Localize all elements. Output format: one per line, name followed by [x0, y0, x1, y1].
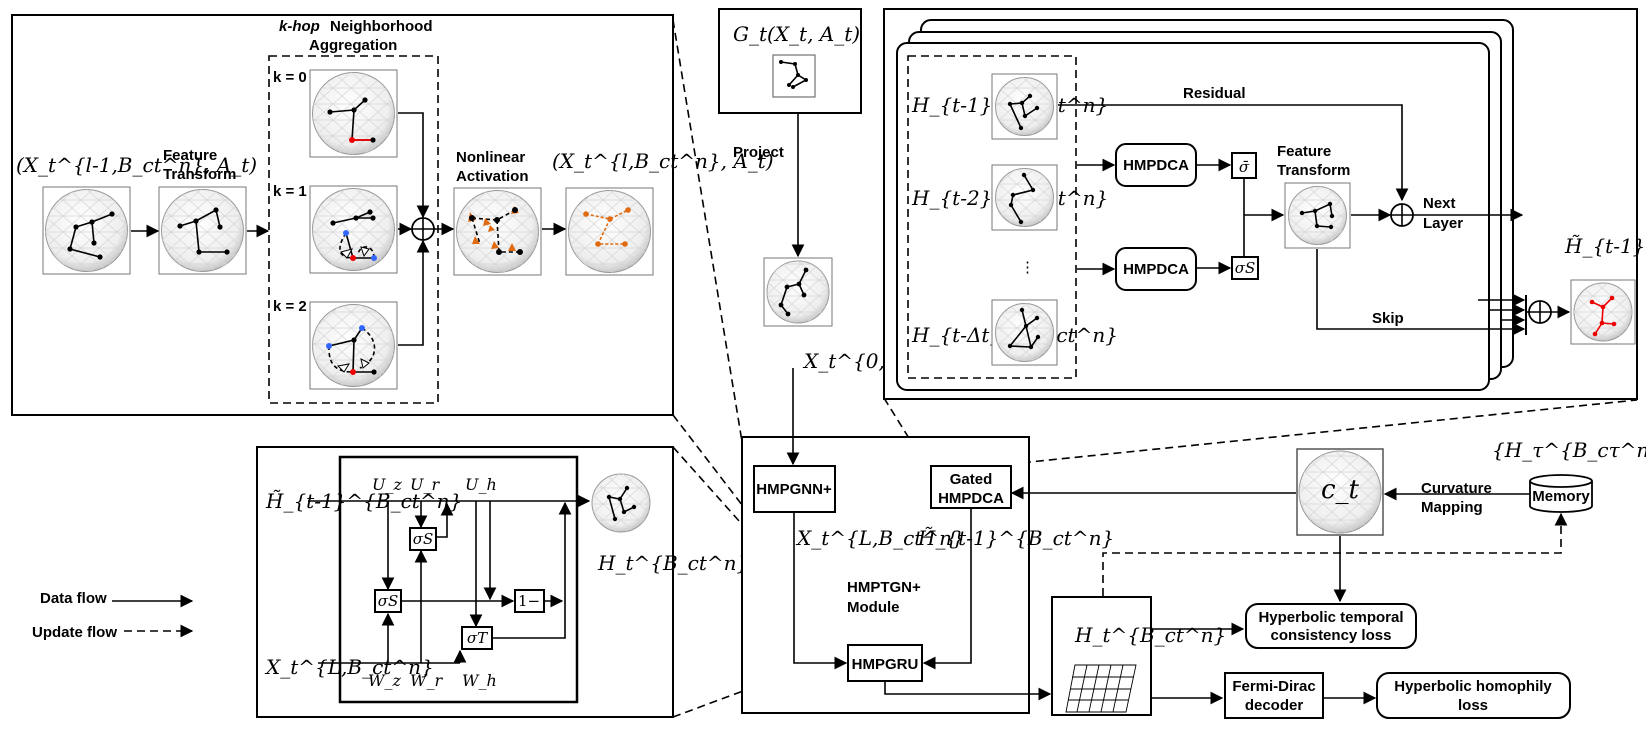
hmpdca-label-2: HMPDCA — [1123, 261, 1189, 278]
gru-x-in: X_t^{L,B_ct^n} — [264, 655, 434, 679]
k0-label: k = 0 — [273, 69, 307, 86]
hmpdca-panel: H_{t-1}^{B_ct^n} H_{t-2}^{B_ct^n} ⋮ H_{t… — [883, 8, 1646, 400]
homophily-loss-box — [1376, 672, 1571, 719]
ht-formula: H_t^{B_ct^n} — [1074, 623, 1226, 647]
gated-label-2: HMPDCA — [938, 490, 1004, 507]
k1-label: k = 1 — [273, 183, 307, 200]
curvature-label-2: Mapping — [1421, 499, 1483, 516]
gru-sigma-s-box-1 — [409, 527, 437, 551]
transformed-graph-ball — [158, 186, 247, 275]
feature-transform-ball — [1284, 182, 1351, 249]
uz-label: U_z — [372, 475, 402, 494]
project-label: Project — [733, 144, 784, 161]
hmpdca-box-2 — [1115, 247, 1197, 291]
legend: Data flow Update flow — [32, 590, 194, 641]
wh-label: W_h — [462, 671, 497, 690]
khop-title-rest: Neighborhood — [330, 18, 432, 35]
sigma-bar-label: σ̄ — [1239, 158, 1250, 176]
feature-transform-label-2: Transform — [163, 166, 236, 183]
nonlinear-label-1: Nonlinear — [456, 149, 525, 166]
khop-title-italic: k-hop — [279, 18, 320, 35]
homophily-label-1: Hyperbolic homophily — [1394, 678, 1552, 695]
graph-formula: G_t(X_t, A_t) — [733, 22, 860, 46]
fermi-label-2: decoder — [1245, 697, 1304, 714]
curvature-label-1: Curvature — [1421, 480, 1492, 497]
residual-sum-operator — [1390, 203, 1414, 227]
gru-h-out: H_t^{B_ct^n} — [597, 551, 749, 575]
uh-label: U_h — [465, 475, 497, 494]
temporal-loss-label-2: consistency loss — [1271, 627, 1392, 644]
memory-label: Memory — [1532, 488, 1590, 505]
h-tdt-ball — [991, 299, 1058, 366]
residual-label: Residual — [1183, 85, 1246, 102]
memory-cylinder: Memory — [1529, 474, 1593, 513]
input-graph-ball — [42, 186, 131, 275]
fermi-dirac-box — [1224, 672, 1324, 719]
ft-label-2: Transform — [1277, 162, 1350, 179]
history-dashed-group — [907, 55, 1077, 379]
ellipsis: ⋮ — [1020, 258, 1035, 276]
module-h-tilde: H̃_{t-1}^{B_ct^n} — [917, 526, 1114, 550]
h-tilde-ball — [1570, 279, 1636, 345]
temporal-loss-label-1: Hyperbolic temporal — [1258, 609, 1403, 626]
h-t1-ball — [991, 73, 1058, 140]
k2-label: k = 2 — [273, 298, 307, 315]
gru-panel: H̃_{t-1}^{B_ct^n} X_t^{L,B_ct^n} U_z U_r… — [256, 446, 749, 718]
sum-operator — [411, 217, 435, 241]
xl-formula: X_t^{L,B_ct^n} — [795, 526, 965, 550]
k1-graph-ball — [309, 185, 398, 274]
khop-aggregation-panel: k-hop Neighborhood Aggregation (X_t^{l-1… — [11, 14, 774, 416]
input-formula: (X_t^{l-1,B_ct^n}, A_t) — [16, 153, 257, 177]
k2-graph-ball — [309, 301, 398, 390]
khop-title-line2: Aggregation — [309, 37, 397, 54]
one-minus-label: 1− — [518, 592, 540, 610]
small-graph-icon — [772, 54, 816, 98]
gru-sigma-s-2: σS — [378, 592, 399, 610]
output-graph-ball — [565, 187, 654, 276]
ht-embedding-box: H_t^{B_ct^n} — [1051, 596, 1226, 716]
ct-label: c_t — [1321, 475, 1360, 505]
sigma-s-label: σS — [1235, 259, 1256, 277]
projected-graph-ball — [763, 257, 833, 327]
skip-sum-operator — [1528, 300, 1552, 324]
hmpgnn-label: HMPGNN+ — [756, 481, 832, 498]
feature-transform-label-1: Feature — [163, 147, 217, 164]
h-t2-ball — [991, 164, 1058, 231]
homophily-label-2: loss — [1458, 697, 1488, 714]
hmpdca-label-1: HMPDCA — [1123, 157, 1189, 174]
ur-label: U_r — [410, 475, 440, 494]
temporal-loss-box — [1245, 603, 1417, 649]
hmpgru-box — [847, 644, 923, 682]
gru-output-ball — [591, 473, 651, 533]
nonlinear-label-2: Activation — [456, 168, 529, 185]
wz-label: W_z — [368, 671, 401, 690]
skip-label: Skip — [1372, 310, 1404, 327]
module-label-2: Module — [847, 599, 900, 616]
sigma-s-box — [1231, 256, 1259, 280]
curvature-ball: c_t — [1296, 448, 1384, 536]
next-layer-label-1: Next — [1423, 195, 1456, 212]
module-label-1: HMPTGN+ — [847, 579, 921, 596]
hmpgru-label: HMPGRU — [852, 656, 919, 673]
wr-label: W_r — [410, 671, 443, 690]
k0-graph-ball — [309, 69, 398, 158]
output-formula: (X_t^{l,B_ct^n}, A_t) — [552, 149, 774, 173]
memory-formula: {H_τ^{B_cτ^n}}_{τ=t-Δt}^{τ=t-1} — [1492, 438, 1646, 462]
next-layer-label-2: Layer — [1423, 215, 1463, 232]
gru-sigma-s-1: σS — [413, 530, 434, 548]
ft-label-1: Feature — [1277, 143, 1331, 160]
fermi-label-1: Fermi-Dirac — [1232, 678, 1315, 695]
gru-sigma-t: σT — [467, 629, 488, 647]
hmptgn-module: HMPGNN+ Gated HMPDCA X_t^{L,B_ct^n} H̃_{… — [741, 368, 1114, 714]
h-tilde-label: H̃_{t-1}^{B_ct^n} — [1564, 234, 1646, 258]
gated-label-1: Gated — [950, 471, 993, 488]
legend-update-flow: Update flow — [32, 624, 117, 641]
legend-data-flow: Data flow — [40, 590, 107, 607]
loss-section: {H_τ^{B_cτ^n}}_{τ=t-Δt}^{τ=t-1} c_t Curv… — [884, 438, 1646, 719]
activated-graph-ball — [453, 187, 542, 276]
